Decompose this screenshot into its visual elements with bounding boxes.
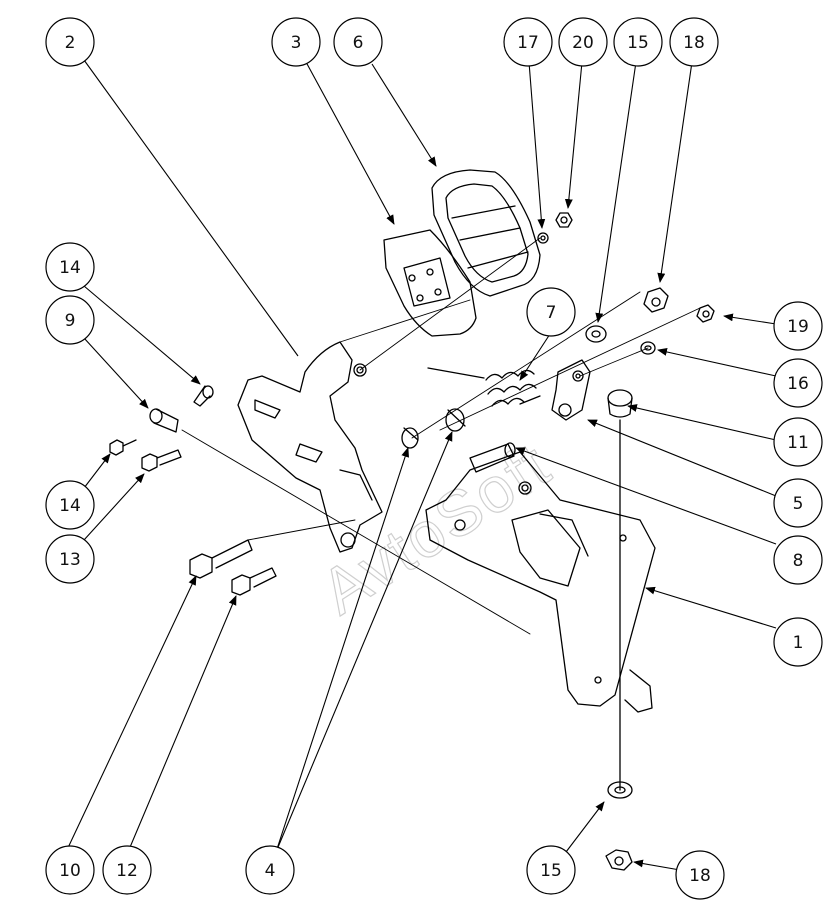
callout-7: 7 bbox=[526, 287, 576, 337]
callout-4: 4 bbox=[245, 845, 295, 895]
leader-7 bbox=[519, 333, 551, 381]
leader-9 bbox=[83, 337, 149, 409]
callout-5: 5 bbox=[773, 478, 823, 528]
callout-20: 20 bbox=[558, 17, 608, 67]
callout-11: 11 bbox=[773, 417, 823, 467]
nut-19 bbox=[696, 304, 715, 323]
callout-19: 19 bbox=[773, 301, 823, 351]
nut-18-bottom bbox=[605, 849, 633, 871]
leader-1 bbox=[645, 586, 777, 629]
svg-text:14: 14 bbox=[59, 258, 81, 278]
callout-13: 13 bbox=[45, 534, 95, 584]
callout-10: 10 bbox=[45, 845, 95, 895]
leader-5 bbox=[587, 419, 777, 497]
callout-2: 2 bbox=[45, 17, 95, 67]
svg-text:10: 10 bbox=[59, 861, 81, 881]
spring-lever bbox=[551, 359, 591, 421]
bushing-pair bbox=[401, 408, 466, 449]
svg-text:3: 3 bbox=[291, 33, 302, 53]
pedal-pad-small bbox=[383, 229, 477, 337]
nut-17-20 bbox=[537, 212, 573, 244]
svg-text:9: 9 bbox=[65, 311, 76, 331]
svg-text:18: 18 bbox=[683, 33, 705, 53]
callout-18-bottom: 18 bbox=[675, 850, 725, 900]
callout-8: 8 bbox=[773, 535, 823, 585]
leader-4b bbox=[275, 431, 453, 853]
leader-19 bbox=[723, 313, 777, 325]
spacer-9 bbox=[149, 408, 179, 433]
svg-text:13: 13 bbox=[59, 550, 81, 570]
leader-2 bbox=[83, 59, 299, 357]
leader-18a bbox=[657, 61, 693, 283]
svg-text:2: 2 bbox=[65, 33, 76, 53]
washer-16 bbox=[640, 341, 656, 355]
leader-15a bbox=[595, 61, 637, 323]
callout-14-lower: 14 bbox=[45, 480, 95, 530]
leader-18b bbox=[633, 859, 681, 871]
nut-18-top bbox=[643, 287, 669, 313]
leader-15b bbox=[565, 801, 605, 853]
torsion-spring bbox=[427, 367, 541, 407]
leader-8 bbox=[515, 447, 777, 545]
leader-12 bbox=[127, 595, 237, 853]
svg-text:16: 16 bbox=[787, 374, 809, 394]
pivot-pin bbox=[469, 442, 516, 473]
leader-20 bbox=[564, 61, 583, 209]
svg-text:1: 1 bbox=[793, 633, 804, 653]
svg-text:17: 17 bbox=[517, 33, 539, 53]
svg-text:8: 8 bbox=[793, 551, 804, 571]
svg-text:4: 4 bbox=[265, 861, 276, 881]
leader-10 bbox=[65, 575, 197, 853]
washer-15-bottom bbox=[607, 781, 633, 799]
pedal-lever bbox=[237, 341, 383, 553]
screw-14-lower bbox=[109, 439, 137, 456]
svg-text:18: 18 bbox=[689, 866, 711, 886]
callout-12: 12 bbox=[102, 845, 152, 895]
svg-text:19: 19 bbox=[787, 317, 809, 337]
leader-14b bbox=[83, 453, 111, 489]
callout-1: 1 bbox=[773, 617, 823, 667]
callout-3: 3 bbox=[271, 17, 321, 67]
washer-15-top bbox=[585, 325, 607, 343]
callout-6: 6 bbox=[333, 17, 383, 67]
leader-14a bbox=[83, 285, 201, 385]
bolt-12 bbox=[231, 567, 277, 596]
leader-4a bbox=[275, 447, 409, 853]
screw-14-upper bbox=[193, 385, 214, 407]
callout-18-top: 18 bbox=[669, 17, 719, 67]
callout-15-top: 15 bbox=[613, 17, 663, 67]
leader-17 bbox=[528, 61, 546, 229]
leader-16 bbox=[657, 348, 777, 377]
callout-16: 16 bbox=[773, 358, 823, 408]
bolt-13 bbox=[141, 449, 182, 472]
callout-9: 9 bbox=[45, 295, 95, 345]
svg-text:6: 6 bbox=[353, 33, 364, 53]
svg-text:7: 7 bbox=[546, 303, 557, 323]
svg-text:15: 15 bbox=[540, 861, 562, 881]
leader-6 bbox=[371, 63, 437, 167]
callout-15-bottom: 15 bbox=[526, 845, 576, 895]
bolt-10 bbox=[189, 539, 253, 579]
svg-text:12: 12 bbox=[116, 861, 138, 881]
assembly-axis-lines bbox=[181, 237, 701, 635]
svg-text:5: 5 bbox=[793, 494, 804, 514]
leader-11 bbox=[627, 404, 777, 441]
svg-text:14: 14 bbox=[59, 496, 81, 516]
svg-text:15: 15 bbox=[627, 33, 649, 53]
svg-text:20: 20 bbox=[572, 33, 594, 53]
callout-17: 17 bbox=[503, 17, 553, 67]
leader-3 bbox=[305, 61, 395, 225]
callout-14-upper: 14 bbox=[45, 242, 95, 292]
leader-13 bbox=[83, 473, 145, 541]
bolt-11 bbox=[607, 389, 633, 791]
svg-text:11: 11 bbox=[787, 433, 809, 453]
